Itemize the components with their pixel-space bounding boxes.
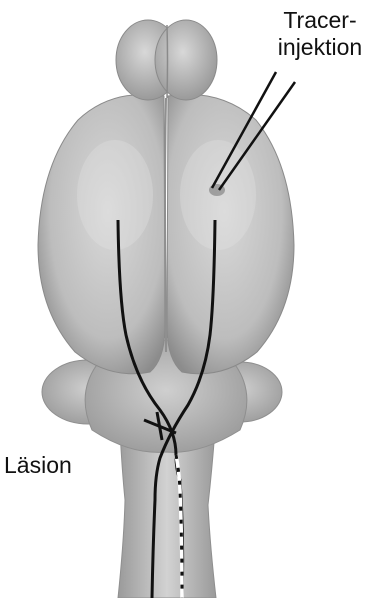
lesion-label: Läsion: [4, 452, 72, 479]
tracer-injection-label: Tracer- injektion: [270, 7, 370, 61]
spinal-cord: [118, 430, 216, 598]
olfactory-midline: [167, 25, 168, 98]
midline-fissure: [165, 98, 166, 352]
tracer-label-line1: Tracer-: [270, 7, 370, 34]
tracer-label-line2: injektion: [270, 34, 370, 61]
left-hemisphere-highlight: [77, 140, 153, 250]
right-olfactory-bulb: [155, 20, 217, 100]
